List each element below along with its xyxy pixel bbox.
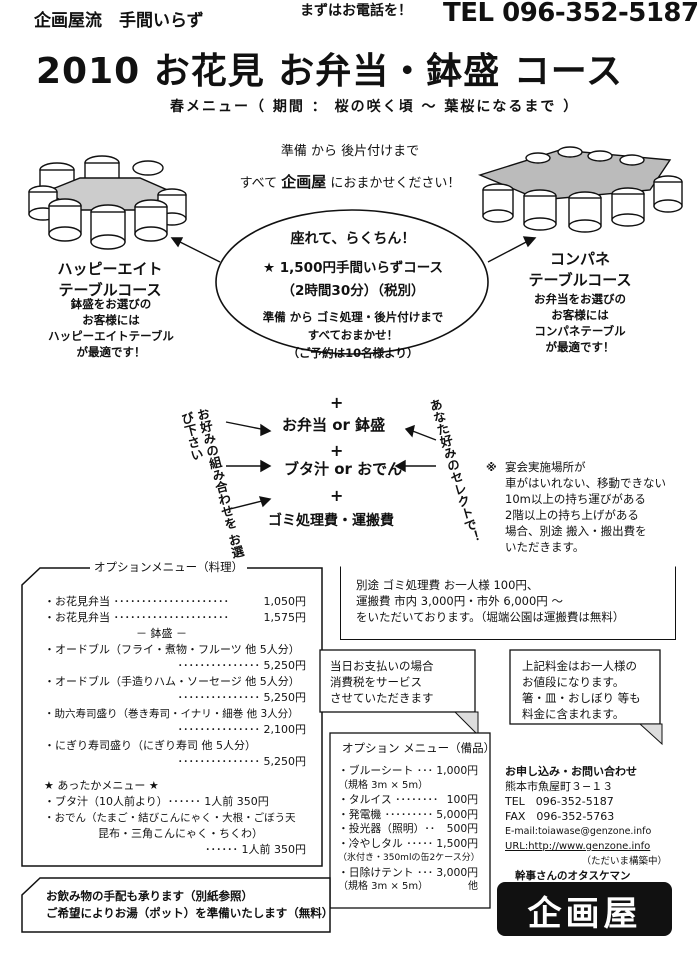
option-equip-list: ・ブルーシート ･･･1,000円 （規格 3m × 5m） ・タルイス ･･･… bbox=[338, 764, 480, 895]
drinks-text: お飲み物の手配も承ります（別紙参照） ご希望によりお湯（ポット）を準備いたします… bbox=[46, 889, 334, 920]
list-item: ・お花見弁当 ･････････････････････1,575円 bbox=[44, 611, 306, 624]
garbage-text: 別途 ゴミ処理費 お一人様 100円、 運搬費 市内 3,000円・市外 6,0… bbox=[356, 578, 625, 624]
right-table-desc: お弁当をお選びの お客様には コンパネテーブル が最適です！ bbox=[534, 292, 626, 354]
tax-text: 当日お支払いの場合 消費税をサービス させていただきます bbox=[330, 659, 434, 705]
notice-mark: ※ bbox=[486, 461, 497, 474]
compane-table-illustration bbox=[477, 146, 683, 233]
option-equip-heading: オプション メニュー（備品） bbox=[342, 741, 496, 755]
oval-content: 座れて、らくちん！ ★ 1,500円手間いらずコース （2時間30分）（税別） … bbox=[262, 231, 444, 360]
notice: 宴会実施場所が 車がはいれない、移動できない 10m以上の持ち運びがある 2階以… bbox=[505, 460, 666, 554]
list-item: （氷付き・350mlの缶2ケース分） bbox=[338, 853, 480, 863]
equip-box bbox=[329, 732, 491, 909]
brand-logo: 企画屋 bbox=[527, 894, 642, 934]
list-item: ・発電機 ･････････5,000円 bbox=[338, 807, 478, 821]
list-item: ・タルイス ････････100円 bbox=[338, 793, 478, 806]
list-item: ・投光器（照明）･･500円 bbox=[338, 822, 478, 835]
arrows bbox=[170, 236, 537, 511]
plus-2: + bbox=[330, 441, 344, 460]
option-food-heading: オプションメニュー（料理） bbox=[90, 559, 248, 575]
url-link[interactable]: URL:http://www.genzone.info bbox=[505, 841, 651, 852]
combo-item2: ブタ汁 or おでん bbox=[284, 460, 403, 478]
intro-line1: 準備 から 後片付けまで bbox=[280, 144, 420, 159]
list-item: ・ブルーシート ･･･1,000円 bbox=[338, 764, 478, 777]
contact: お申し込み・お問い合わせ 熊本市魚屋町３−１３ TEL 096-352-5187… bbox=[505, 764, 685, 884]
tagline: 企画屋流 手間いらず bbox=[34, 11, 204, 31]
email-link[interactable]: E-mail:toiawase@genzone.info bbox=[505, 826, 652, 837]
intro-line2: すべて 企画屋 におまかせください！ bbox=[239, 173, 461, 191]
hexagon-table-illustration bbox=[28, 155, 187, 250]
list-item: （規格 3m × 5m） bbox=[338, 779, 429, 791]
left-table-desc: 鉢盛をお選びの お客様には ハッピーエイトテーブル が最適です！ bbox=[48, 297, 174, 359]
list-item: （規格 3m × 5m）他 bbox=[338, 881, 478, 892]
included-text: 上記料金はお一人様の お値段になります。 箸・皿・おしぼり 等も 料金に含まれま… bbox=[522, 659, 641, 721]
option-food-box bbox=[21, 567, 323, 867]
subtitle: 春メニュー（ 期間 ： 桜の咲く頃 〜 葉桜になるまで ） bbox=[170, 99, 580, 115]
plus-1: + bbox=[330, 393, 344, 412]
option-food-list: ・お花見弁当 ･････････････････････1,050円 ・お花見弁… bbox=[44, 595, 306, 856]
list-item: ・日除けテント ･･･3,000円 bbox=[338, 865, 478, 879]
tel-number: TEL 096-352-5187 bbox=[443, 0, 699, 28]
right-table-title: コンパネ テーブルコース bbox=[528, 250, 632, 289]
list-item: ・冷やしタル ･････1,500円 bbox=[338, 836, 478, 850]
course-oval bbox=[215, 209, 489, 355]
tel-lead: まずはお電話を！ bbox=[300, 3, 412, 19]
logo-box bbox=[497, 882, 672, 936]
combo-item1: お弁当 or 鉢盛 bbox=[282, 416, 386, 434]
drinks-box bbox=[21, 877, 331, 933]
garbage-box bbox=[340, 566, 676, 640]
left-table-title: ハッピーエイト テーブルコース bbox=[57, 260, 163, 299]
tax-box bbox=[319, 649, 476, 713]
page-title: 2010 お花見 お弁当・鉢盛 コース bbox=[36, 51, 623, 92]
brand-inline: 企画屋 bbox=[281, 173, 327, 191]
included-box bbox=[509, 649, 661, 725]
combo-item3: ゴミ処理費・運搬費 bbox=[268, 513, 394, 529]
plus-3: + bbox=[330, 486, 344, 505]
list-item: ・お花見弁当 ･････････････････････1,050円 bbox=[44, 595, 306, 608]
